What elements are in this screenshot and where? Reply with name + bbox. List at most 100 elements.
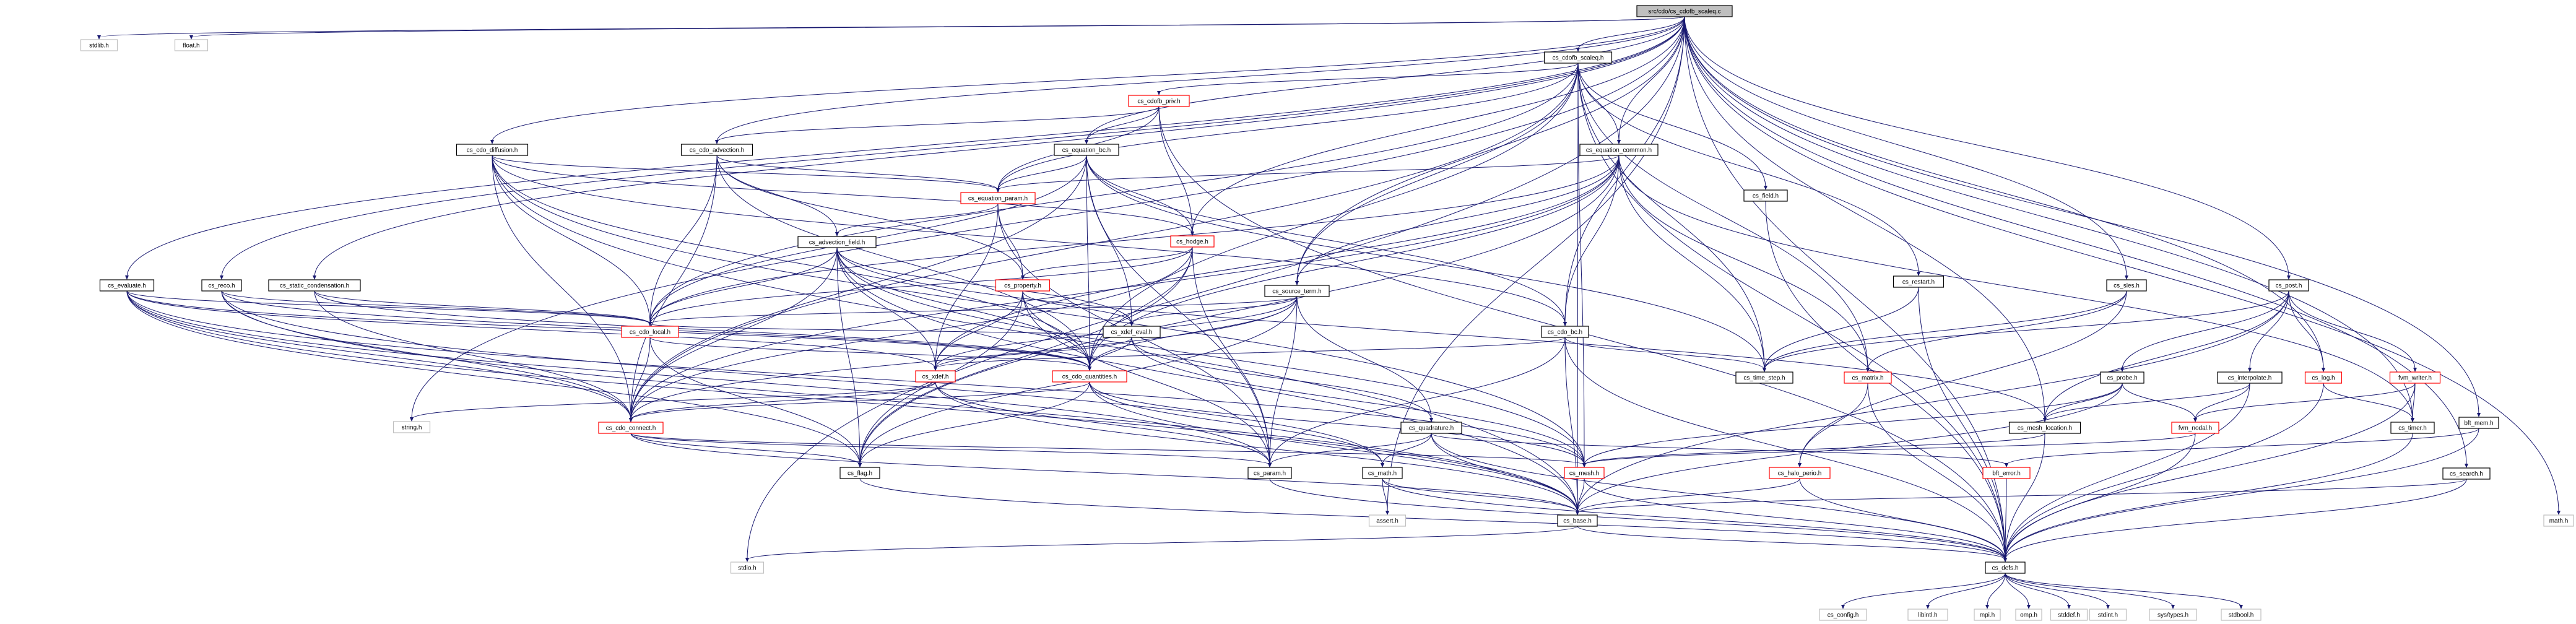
edge-equation_bc-to-cdo_connect	[630, 155, 1087, 420]
edge-advection_field-to-cdo_quantities	[836, 247, 1090, 369]
edge-math-to-assert	[1382, 478, 1388, 513]
node-field[interactable]: cs_field.h	[1743, 189, 1788, 202]
node-label: cs_property.h	[1004, 283, 1041, 290]
node-source-term[interactable]: cs_source_term.h	[1264, 285, 1330, 297]
node-equation-bc[interactable]: cs_equation_bc.h	[1054, 144, 1119, 156]
node-search[interactable]: cs_search.h	[2442, 467, 2491, 480]
node-probe[interactable]: cs_probe.h	[2100, 371, 2144, 384]
node-config: cs_config.h	[1819, 609, 1867, 621]
node-math[interactable]: cs_math.h	[1362, 467, 1403, 479]
node-root[interactable]: src/cdo/cs_cdofb_scaleq.c	[1636, 5, 1733, 17]
edge-math-to-base	[1382, 478, 1578, 513]
edge-hodge-to-cdo_connect	[630, 246, 1193, 420]
node-cdofb-scaleq-h[interactable]: cs_cdofb_scaleq.h	[1543, 51, 1613, 64]
edge-hodge-to-property	[1022, 246, 1193, 278]
node-cdo-bc[interactable]: cs_cdo_bc.h	[1541, 326, 1589, 338]
node-quadrature[interactable]: cs_quadrature.h	[1400, 422, 1462, 434]
edge-sles-to-matrix	[1867, 290, 2127, 370]
node-mesh[interactable]: cs_mesh.h	[1564, 467, 1605, 479]
edge-cdo_quantities-to-mesh	[1089, 381, 1585, 466]
node-box	[598, 422, 664, 434]
node-hodge[interactable]: cs_hodge.h	[1170, 235, 1215, 248]
edge-cdo_local-to-cdo_quantities	[649, 337, 1090, 369]
edge-cdo_diffusion-to-cdo_connect	[492, 155, 631, 420]
node-label: src/cdo/cs_cdofb_scaleq.c	[1648, 9, 1720, 15]
node-box	[1247, 467, 1292, 479]
node-reco[interactable]: cs_reco.h	[201, 279, 242, 292]
node-halo-perio[interactable]: cs_halo_perio.h	[1769, 467, 1831, 479]
node-flag[interactable]: cs_flag.h	[839, 467, 880, 479]
edge-arrowhead-sles-to-matrix	[1866, 368, 1870, 372]
edge-arrowhead-cdo_quantities-to-cdo_connect	[629, 418, 633, 422]
edge-xdef-to-string	[411, 381, 936, 420]
node-sles[interactable]: cs_sles.h	[2106, 279, 2147, 292]
node-cdo-advection[interactable]: cs_cdo_advection.h	[680, 144, 753, 156]
edge-evaluate-to-flag	[126, 290, 861, 466]
edge-arrowhead-xdef_eval-to-quadrature	[1429, 418, 1433, 422]
node-static-cond[interactable]: cs_static_condensation.h	[268, 279, 361, 292]
node-cdo-diffusion[interactable]: cs_cdo_diffusion.h	[456, 144, 529, 156]
edge-evaluate-to-cdo_local	[126, 290, 651, 324]
node-mesh-location[interactable]: cs_mesh_location.h	[2008, 422, 2081, 434]
node-label: math.h	[2549, 518, 2569, 525]
edge-log-to-timer	[2323, 383, 2413, 420]
node-stdbool: stdbool.h	[2221, 609, 2262, 621]
edge-evaluate-to-cdo_connect	[126, 290, 631, 420]
node-xdef[interactable]: cs_xdef.h	[915, 370, 956, 383]
edge-restart-to-defs	[1918, 287, 2006, 560]
edge-property-to-param	[1022, 290, 1270, 466]
node-cdo-local[interactable]: cs_cdo_local.h	[621, 326, 679, 338]
edge-root-to-static_cond	[314, 16, 1685, 278]
edge-arrowhead-xdef_eval-to-cdo_quantities	[1088, 366, 1091, 371]
edge-source_term-to-quadrature	[1296, 296, 1432, 420]
node-time-step[interactable]: cs_time_step.h	[1735, 371, 1793, 384]
node-fvm-nodal[interactable]: fvm_nodal.h	[2171, 422, 2219, 434]
edge-arrowhead-source_term-to-xdef_eval	[1130, 322, 1134, 326]
edge-cdofb_scaleq_h-to-source_term	[1296, 63, 1579, 284]
edge-root-to-timer	[1684, 16, 2413, 420]
node-cdo-quantities[interactable]: cs_cdo_quantities.h	[1052, 370, 1127, 383]
edge-root-to-mesh_location	[1684, 16, 2045, 420]
edge-bft_mem-to-defs	[2005, 428, 2479, 560]
node-label: cs_flag.h	[848, 470, 872, 477]
node-property[interactable]: cs_property.h	[995, 279, 1051, 292]
node-timer[interactable]: cs_timer.h	[2390, 422, 2435, 434]
edge-cdo_connect-to-base	[630, 433, 1578, 513]
node-xdef-eval[interactable]: cs_xdef_eval.h	[1103, 326, 1161, 338]
node-box	[1819, 609, 1867, 621]
node-label: sys/types.h	[2158, 612, 2188, 619]
node-post[interactable]: cs_post.h	[2268, 279, 2309, 292]
edge-root-to-post	[1684, 16, 2289, 278]
node-advection-field[interactable]: cs_advection_field.h	[797, 236, 877, 248]
node-matrix[interactable]: cs_matrix.h	[1844, 371, 1892, 384]
node-box	[2543, 514, 2574, 527]
node-fvm-writer[interactable]: fvm_writer.h	[2389, 371, 2441, 384]
edge-interpolate-to-mesh_location	[2044, 383, 2250, 420]
edge-cdo_quantities-to-base	[1089, 381, 1578, 513]
node-cdofb-priv[interactable]: cs_cdofb_priv.h	[1128, 95, 1190, 107]
node-base[interactable]: cs_base.h	[1557, 514, 1598, 527]
node-cdo-connect[interactable]: cs_cdo_connect.h	[598, 422, 664, 434]
node-equation-common[interactable]: cs_equation_common.h	[1579, 144, 1659, 156]
node-label: cs_equation_common.h	[1586, 147, 1652, 154]
node-log[interactable]: cs_log.h	[2304, 371, 2343, 384]
node-restart[interactable]: cs_restart.h	[1893, 275, 1945, 288]
node-box	[1564, 467, 1605, 479]
node-label: cs_timer.h	[2398, 425, 2427, 432]
node-label: cs_interpolate.h	[2228, 375, 2272, 382]
node-equation-param[interactable]: cs_equation_param.h	[960, 192, 1036, 204]
node-evaluate[interactable]: cs_evaluate.h	[99, 279, 155, 292]
edge-cdo_quantities-to-flag	[859, 381, 1090, 466]
node-math-h: math.h	[2543, 514, 2574, 527]
node-interpolate[interactable]: cs_interpolate.h	[2217, 371, 2283, 384]
edge-arrowhead-cdo_bc-to-xdef	[934, 366, 937, 371]
edge-arrowhead-root-to-evaluate	[125, 275, 129, 280]
node-bft-mem[interactable]: bft_mem.h	[2458, 417, 2499, 429]
node-defs[interactable]: cs_defs.h	[1985, 561, 2026, 574]
edge-post-to-time_step	[1764, 290, 2289, 370]
node-box	[1844, 371, 1892, 384]
node-param[interactable]: cs_param.h	[1247, 467, 1292, 479]
node-bft-error[interactable]: bft_error.h	[1982, 467, 2031, 479]
node-label: cs_sles.h	[2114, 283, 2140, 290]
edge-root-to-float	[191, 16, 1685, 38]
